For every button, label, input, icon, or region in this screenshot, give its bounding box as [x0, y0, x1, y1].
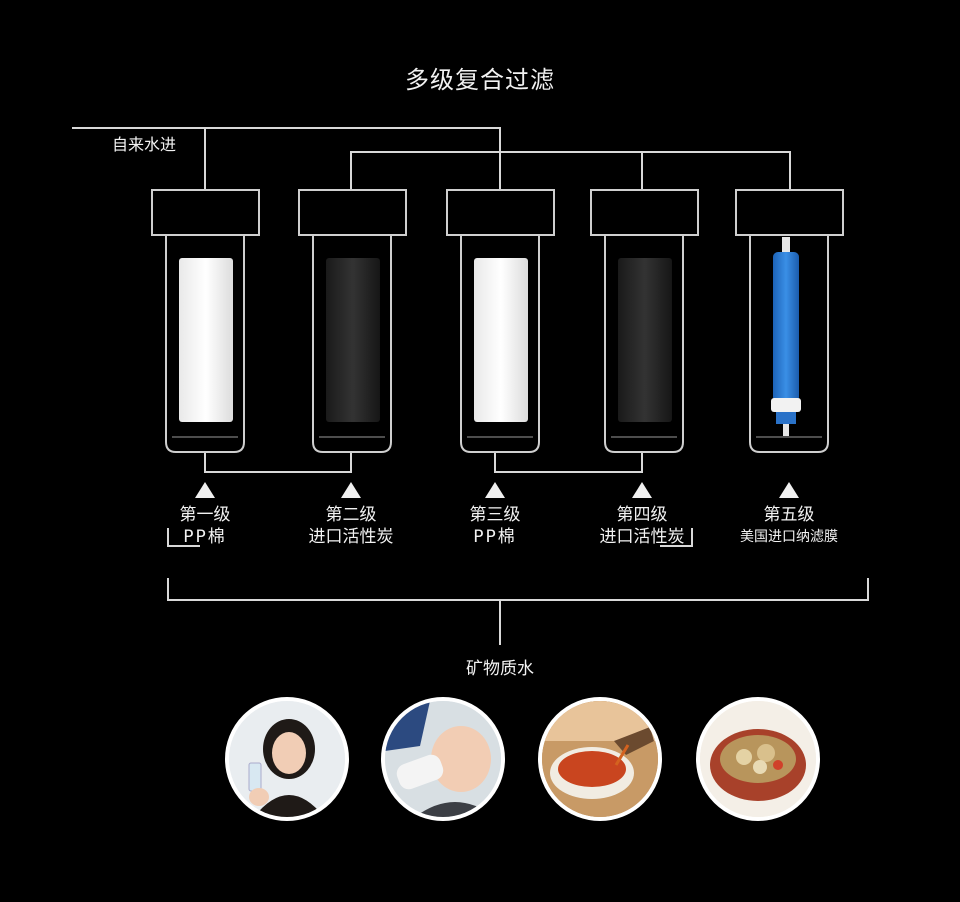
- output-bracket: [167, 578, 869, 601]
- baby-bottle-photo: [381, 697, 505, 821]
- stage-4-title: 第四级: [616, 505, 668, 525]
- filter-housing-5: [735, 189, 844, 453]
- bottom-pipe-1-2: [204, 452, 352, 473]
- woman-drinking-water-photo: [225, 697, 349, 821]
- filter-housing-2: [298, 189, 407, 453]
- stage-label-4: 第四级 进口活性炭: [582, 504, 702, 548]
- output-label: 矿物质水: [466, 659, 534, 679]
- filter-housing-1: [151, 189, 260, 453]
- inlet-label: 自来水进: [112, 135, 177, 154]
- arrow-3: [485, 482, 505, 498]
- carbon-cartridge-4: [618, 258, 672, 422]
- stage-3-title: 第三级: [469, 505, 521, 525]
- pp-cotton-cartridge-3: [474, 258, 528, 422]
- filter-housing-3: [446, 189, 555, 453]
- stage-arrows: [195, 482, 799, 498]
- carbon-cartridge-2: [326, 258, 380, 422]
- arrow-2: [341, 482, 361, 498]
- stage-1-name: PP棉: [183, 527, 227, 547]
- filter-housing-4: [590, 189, 699, 453]
- stage-5-title: 第五级: [763, 505, 815, 525]
- pipe-lines: [72, 127, 869, 645]
- bottom-pipe-3-4: [494, 452, 643, 473]
- stage-5-name: 美国进口纳滤膜: [740, 529, 838, 545]
- stage-label-5: 第五级 美国进口纳滤膜: [719, 504, 859, 548]
- stage-2-name: 进口活性炭: [308, 527, 394, 547]
- arrow-4: [632, 482, 652, 498]
- stage-4-name: 进口活性炭: [599, 527, 685, 547]
- stage-label-3: 第三级 PP棉: [435, 504, 555, 548]
- label-bracket-left: [167, 528, 200, 547]
- filter-housings: [151, 189, 844, 453]
- stage-1-title: 第一级: [179, 505, 231, 525]
- stage-label-1: 第一级 PP棉: [145, 504, 265, 548]
- nanofiltration-membrane-cartridge: [771, 237, 801, 436]
- soup-pot-photo: [696, 697, 820, 821]
- stage-2-title: 第二级: [325, 505, 377, 525]
- arrow-5: [779, 482, 799, 498]
- pp-cotton-cartridge-1: [179, 258, 233, 422]
- page-title: 多级复合过滤: [405, 66, 555, 94]
- stage-3-name: PP棉: [473, 527, 517, 547]
- stage-label-2: 第二级 进口活性炭: [291, 504, 411, 548]
- top-pipe: [350, 151, 791, 190]
- label-bracket-right: [660, 528, 693, 547]
- arrow-1: [195, 482, 215, 498]
- tea-photo: [538, 697, 662, 821]
- inlet-pipe: [72, 127, 501, 190]
